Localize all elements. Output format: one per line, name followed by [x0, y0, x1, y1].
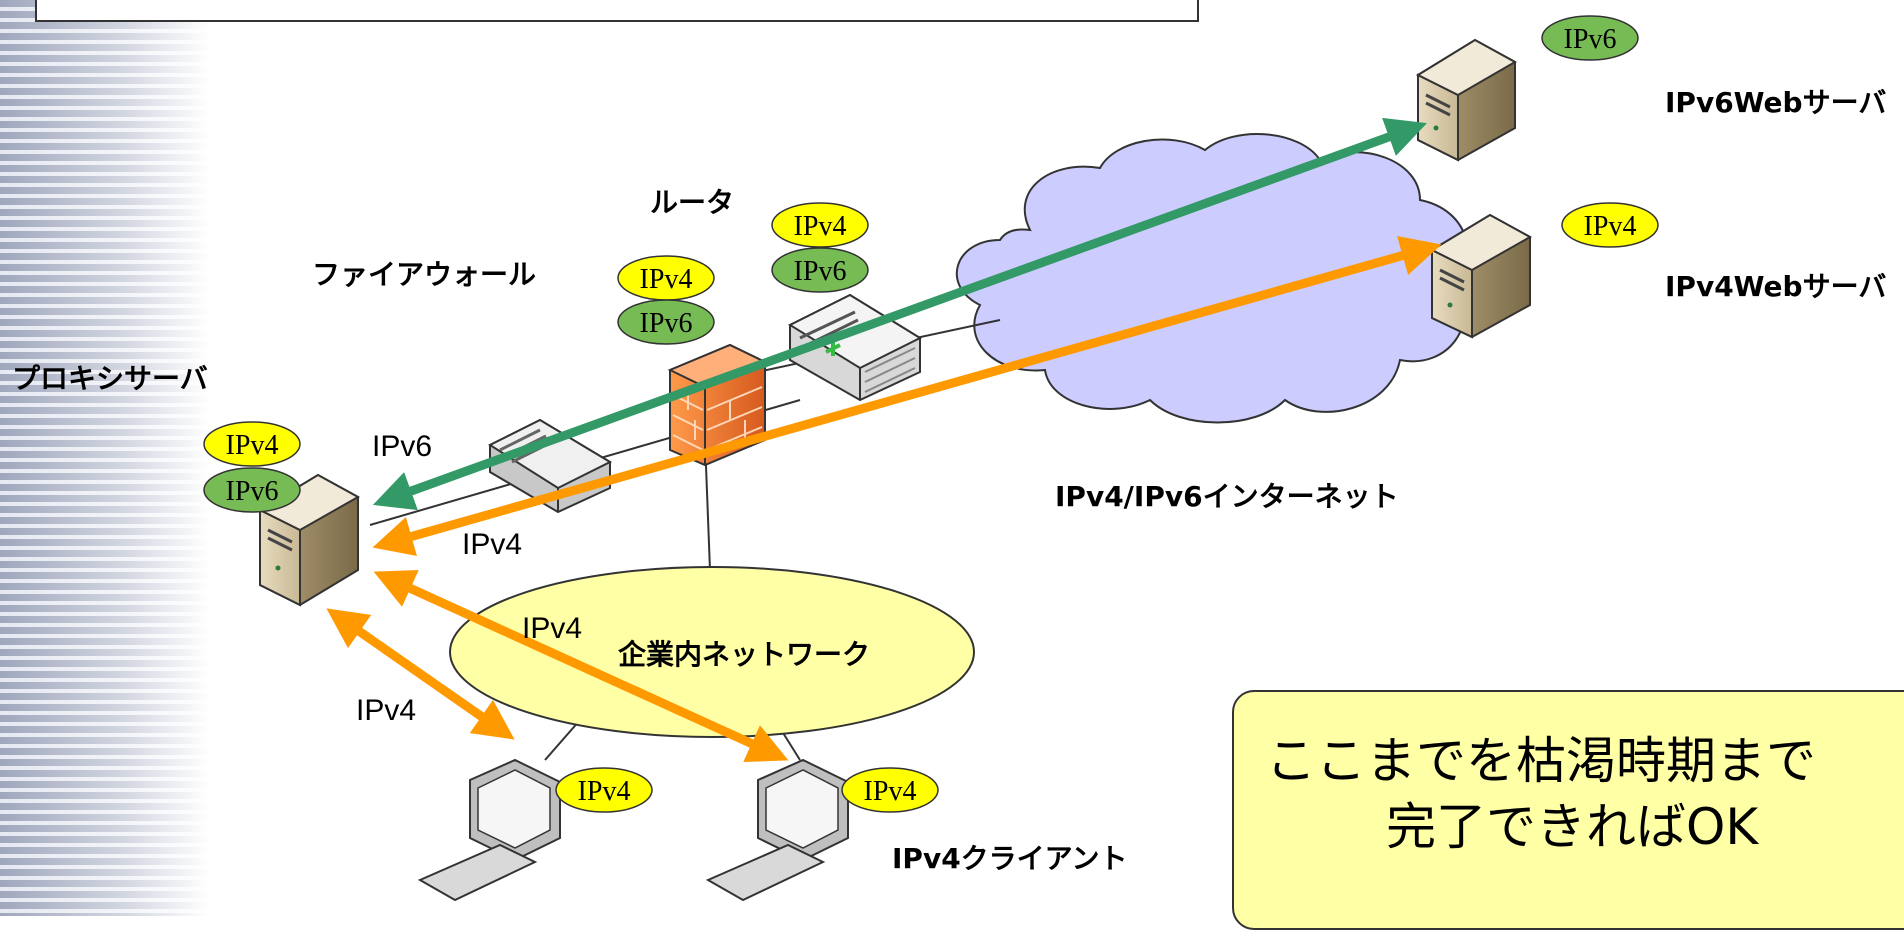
- proxy-server-label: プロキシサーバ: [12, 362, 208, 395]
- ipv4-web-server-label: IPv4Webサーバ: [1665, 270, 1886, 303]
- ipv4-link-label: IPv4: [462, 528, 522, 561]
- ipv4-web-server-icon: [1429, 213, 1533, 339]
- client-ipv4-badge: IPv4: [841, 767, 939, 813]
- internet-cloud: [955, 133, 1470, 424]
- ipv6-web-server-icon: [1415, 38, 1518, 162]
- firewall-ipv6-badge: IPv6: [617, 299, 715, 345]
- proxy-ipv6-badge: IPv6: [203, 467, 301, 513]
- ipv6-link-label: IPv6: [372, 430, 432, 463]
- ipv4-link-label: IPv4: [522, 612, 582, 645]
- proxy-server-icon: [257, 473, 361, 607]
- note-line: 完了できればOK: [1386, 798, 1759, 856]
- ipv4-link-label: IPv4: [356, 694, 416, 727]
- ipv6-web-server-ipv6-badge: IPv6: [1541, 15, 1639, 61]
- corporate-network-label: 企業内ネットワーク: [618, 638, 870, 671]
- router-ipv4-badge: IPv4: [771, 202, 869, 248]
- svg-text:IPv4: IPv4: [794, 211, 847, 242]
- ipv6-web-server-label: IPv6Webサーバ: [1665, 86, 1886, 119]
- client-label: IPv4クライアント: [892, 842, 1128, 875]
- internet-label: IPv4/IPv6インターネット: [1055, 480, 1399, 513]
- client-pc-icon: [417, 758, 561, 902]
- firewall-label: ファイアウォール: [312, 258, 536, 291]
- svg-text:IPv6: IPv6: [640, 308, 693, 339]
- svg-text:IPv4: IPv4: [1584, 211, 1637, 242]
- conclusion-note: ここまでを枯渇時期まで 完了できればOK: [1232, 690, 1904, 930]
- svg-text:IPv4: IPv4: [226, 430, 279, 461]
- slide-stripes-decoration: [0, 0, 210, 916]
- proxy-ipv4-badge: IPv4: [203, 421, 301, 467]
- router-label: ルータ: [650, 186, 734, 219]
- title-box: [35, 0, 1199, 22]
- note-line: ここまでを枯渇時期まで: [1266, 732, 1816, 790]
- svg-text:IPv6: IPv6: [226, 476, 279, 507]
- router-ipv6-badge: IPv6: [771, 247, 869, 293]
- svg-text:IPv4: IPv4: [640, 264, 693, 295]
- svg-text:IPv6: IPv6: [794, 256, 847, 287]
- svg-text:IPv4: IPv4: [864, 776, 917, 807]
- client-pc-icon: [705, 758, 849, 902]
- svg-text:IPv6: IPv6: [1564, 24, 1617, 55]
- client-ipv4-badge: IPv4: [555, 767, 653, 813]
- ipv4-web-server-ipv4-badge: IPv4: [1561, 202, 1659, 248]
- firewall-ipv4-badge: IPv4: [617, 255, 715, 301]
- svg-text:IPv4: IPv4: [578, 776, 631, 807]
- ipv4-arrow: [326, 236, 1442, 763]
